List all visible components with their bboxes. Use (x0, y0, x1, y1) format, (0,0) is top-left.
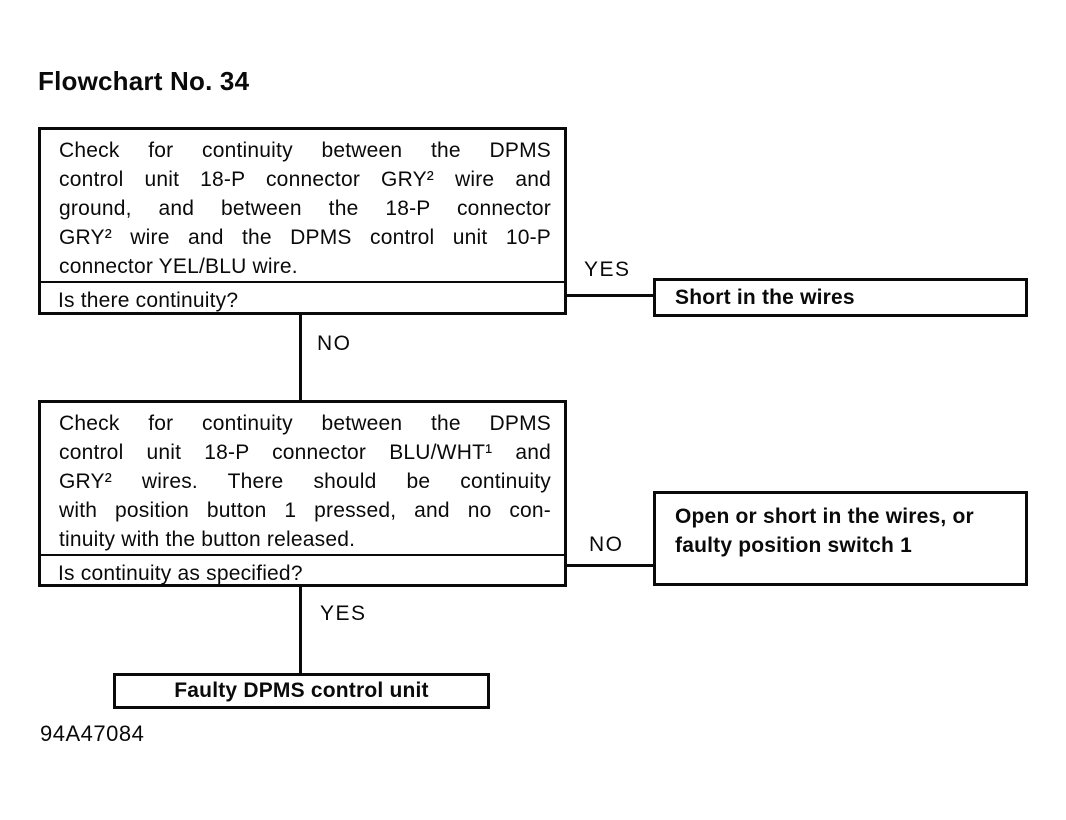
step1-no-label: NO (317, 332, 352, 355)
step2-no-label: NO (589, 533, 624, 556)
figure-code: 94A47084 (40, 721, 145, 746)
result-box-short-in-wires: Short in the wires (653, 278, 1028, 317)
page-title: Flowchart No. 34 (38, 66, 250, 96)
step2-instruction-line: with position button 1 pressed, and no c… (59, 499, 551, 522)
step1-box: Check for continuity between the DPMS co… (38, 127, 567, 315)
step2-question: Is continuity as specified? (41, 554, 564, 592)
step2-instruction-line: tinuity with the button released. (59, 528, 356, 551)
step2-instruction: Check for continuity between the DPMS co… (41, 403, 564, 554)
step2-box: Check for continuity between the DPMS co… (38, 400, 567, 587)
step1-yes-label: YES (584, 258, 631, 281)
step2-yes-label: YES (320, 602, 367, 625)
step2-instruction-line: control unit 18-P connector BLU/WHT¹ and (59, 441, 551, 464)
result-box-faulty-dpms-control-unit: Faulty DPMS control unit (113, 673, 490, 709)
step1-yes-connector-line (566, 294, 653, 297)
step1-question: Is there continuity? (41, 281, 564, 319)
step2-yes-connector-line (299, 587, 302, 673)
step2-instruction-line: Check for continuity between the DPMS (59, 412, 551, 435)
result-open-line: faulty position switch 1 (675, 534, 912, 557)
step1-instruction-line: connector YEL/BLU wire. (59, 255, 298, 278)
step1-instruction-line: ground, and between the 18-P connector (59, 197, 551, 220)
step1-instruction: Check for continuity between the DPMS co… (41, 130, 564, 281)
result-box-open-or-short: Open or short in the wires, or faulty po… (653, 491, 1028, 586)
step1-instruction-line: control unit 18-P connector GRY² wire an… (59, 168, 551, 191)
step2-instruction-line: GRY² wires. There should be continuity (59, 470, 551, 493)
step1-no-connector-line (299, 315, 302, 400)
step1-instruction-line: GRY² wire and the DPMS control unit 10-P (59, 226, 551, 249)
result-open-line: Open or short in the wires, or (675, 505, 974, 528)
step1-instruction-line: Check for continuity between the DPMS (59, 139, 551, 162)
step2-no-connector-line (566, 564, 653, 567)
